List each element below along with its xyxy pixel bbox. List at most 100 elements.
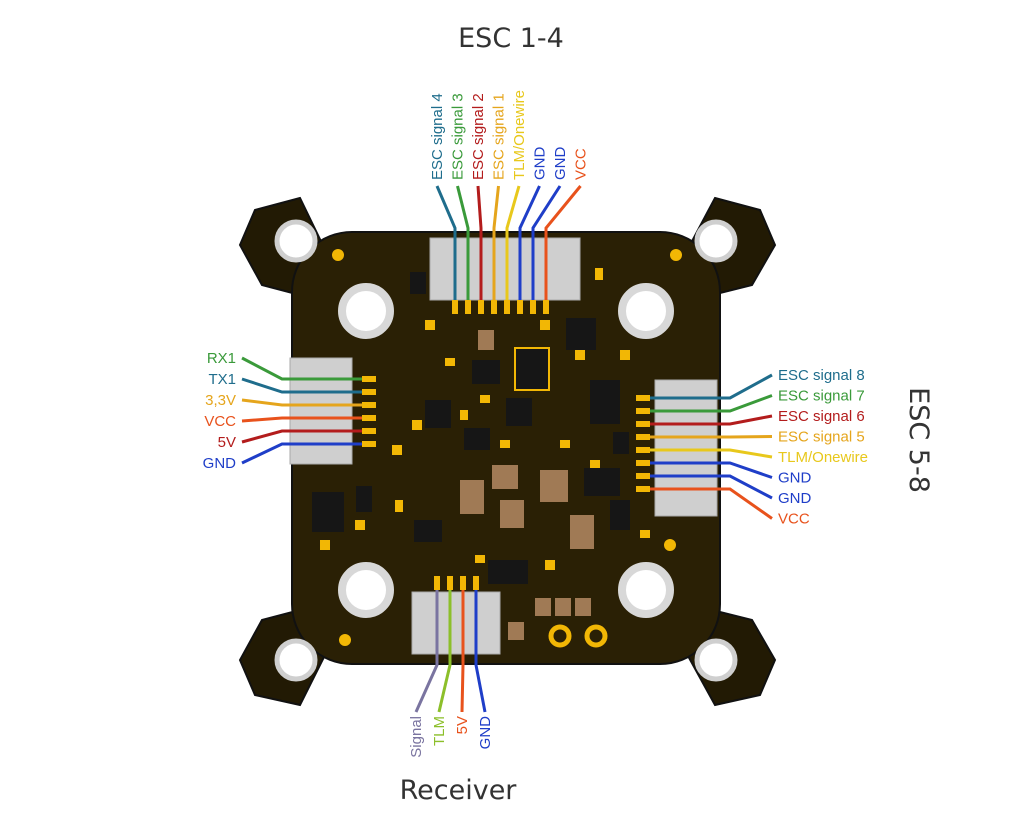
uart-pin-label: 3,3V	[205, 392, 236, 409]
esc58-wire	[640, 435, 773, 439]
esc14-wire	[518, 185, 541, 306]
esc58-wire	[640, 448, 773, 459]
receiver-pin-label: Signal	[408, 716, 425, 758]
connector-esc14	[429, 237, 581, 301]
connector-receiver	[411, 591, 501, 655]
connectors	[289, 237, 718, 655]
mounting-holes	[274, 219, 738, 682]
uart-wire	[241, 442, 372, 465]
uart-pin-label: 5V	[218, 434, 236, 451]
uart-pin-pad	[362, 376, 376, 382]
receiver-wire	[414, 582, 439, 713]
mount-hole-br	[694, 638, 738, 682]
mount-hole-bl	[274, 638, 318, 682]
mount-hole-tl	[274, 219, 318, 263]
esc14-wire	[435, 185, 457, 306]
gold-pads	[320, 249, 682, 648]
esc14-pin-pad	[517, 300, 523, 314]
esc58-pin-pad	[636, 447, 650, 453]
uart-pin-label: GND	[203, 455, 237, 472]
esc58-pin-label: VCC	[778, 511, 810, 528]
esc58-pin-label: ESC signal 7	[778, 388, 865, 405]
uart-pin-pad	[362, 428, 376, 434]
esc14-pin-label: GND	[532, 147, 549, 181]
receiver-pin-label: GND	[477, 716, 494, 750]
esc58-pin-label: ESC signal 8	[778, 367, 865, 384]
uart-wire	[241, 377, 372, 394]
esc14-pin-label: ESC signal 4	[429, 93, 446, 180]
receiver-wire	[460, 582, 465, 713]
uart-pin-label: RX1	[207, 350, 236, 367]
esc14-wire	[456, 185, 470, 306]
uart-wire	[241, 416, 372, 423]
esc58-wire	[640, 373, 773, 400]
components	[312, 272, 630, 640]
esc58-pin-label: GND	[778, 470, 812, 487]
uart-wire	[241, 356, 372, 381]
connector-esc58	[654, 379, 718, 517]
esc58-wire	[640, 474, 773, 500]
receiver-pin-pad	[447, 576, 453, 590]
receiver-pin-label: TLM	[431, 716, 448, 746]
esc58-pin-pad	[636, 434, 650, 440]
esc14-pin-label: TLM/Onewire	[511, 90, 528, 180]
esc14-pin-label: GND	[552, 147, 569, 181]
esc14-pin-label: ESC signal 1	[491, 93, 508, 180]
uart-pin-pad	[362, 389, 376, 395]
esc14-pin-pad	[465, 300, 471, 314]
receiver-pin-pad	[460, 576, 466, 590]
esc14-wire	[505, 185, 521, 306]
uart-pin-label: TX1	[208, 371, 236, 388]
esc58-wire	[640, 394, 773, 413]
esc14-wire	[544, 185, 582, 306]
esc58-pin-label: ESC signal 6	[778, 408, 865, 425]
esc58-pin-pad	[636, 473, 650, 479]
esc14-pin-pad	[543, 300, 549, 314]
esc14-wire	[492, 185, 500, 306]
receiver-pin-pad	[473, 576, 479, 590]
esc58-pin-label: GND	[778, 490, 812, 507]
esc14-pin-label: VCC	[573, 148, 590, 180]
wires-receiver: Signal TLM 5V GND	[408, 576, 494, 758]
pcb-board	[238, 196, 777, 707]
receiver-wire	[474, 582, 487, 713]
uart-pin-label: VCC	[204, 413, 236, 430]
uart-pin-pad	[362, 441, 376, 447]
esc14-pin-pad	[530, 300, 536, 314]
connector-uart	[289, 357, 353, 465]
uart-wire	[241, 398, 372, 407]
receiver-wire	[437, 582, 452, 713]
esc14-pin-label: ESC signal 3	[450, 93, 467, 180]
esc58-pin-label: TLM/Onewire	[778, 449, 868, 466]
esc58-wire	[640, 487, 773, 520]
esc58-pin-pad	[636, 395, 650, 401]
esc58-pin-pad	[636, 486, 650, 492]
title-esc14: ESC 1-4	[458, 23, 564, 54]
uart-pin-pad	[362, 402, 376, 408]
esc58-wire	[640, 414, 773, 426]
esc14-pin-pad	[504, 300, 510, 314]
mount-hole-tr	[694, 219, 738, 263]
esc58-pin-pad	[636, 421, 650, 427]
receiver-pin-pad	[434, 576, 440, 590]
esc14-pin-label: ESC signal 2	[470, 93, 487, 180]
uart-wire	[241, 429, 372, 444]
esc14-pin-pad	[452, 300, 458, 314]
esc58-wire	[640, 461, 773, 479]
title-receiver: Receiver	[400, 775, 518, 806]
esc58-pin-label: ESC signal 5	[778, 429, 865, 446]
esc14-pin-pad	[491, 300, 497, 314]
receiver-pin-label: 5V	[454, 716, 471, 734]
inner-mounts	[338, 283, 674, 618]
esc14-pin-pad	[478, 300, 484, 314]
esc14-wire	[476, 185, 483, 306]
esc58-pin-pad	[636, 460, 650, 466]
title-esc58: ESC 5-8	[903, 387, 934, 493]
esc58-pin-pad	[636, 408, 650, 414]
wires-esc58: ESC signal 8 ESC signal 7 ESC signal 6 ESC …	[636, 367, 868, 528]
uart-pin-pad	[362, 415, 376, 421]
esc14-wire	[531, 185, 562, 306]
